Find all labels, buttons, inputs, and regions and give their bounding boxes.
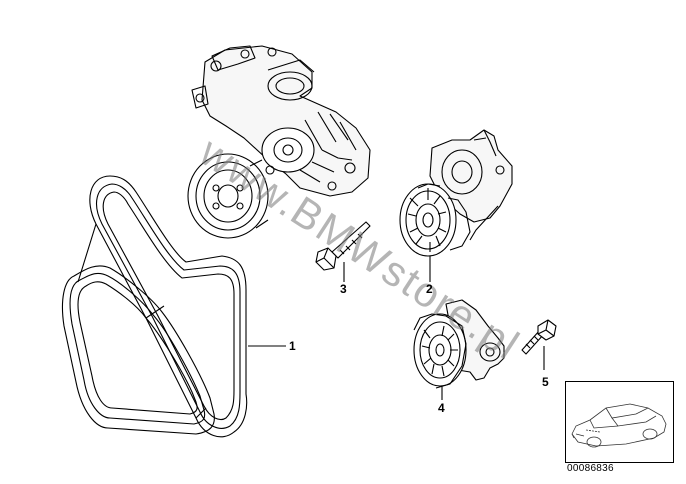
car-icon: [571, 403, 667, 448]
bolt-upper: [315, 221, 371, 271]
callout-3: 3: [340, 282, 347, 296]
tensioner-lower: [413, 299, 505, 389]
vehicle-thumbnail: [565, 381, 674, 463]
tensioner-upper: [399, 129, 513, 257]
callout-5: 5: [542, 375, 549, 389]
callout-1: 1: [289, 339, 296, 353]
callout-4: 4: [438, 401, 445, 415]
reference-number: 00086836: [567, 463, 614, 474]
water-pump-assembly: [187, 45, 371, 239]
drive-belt: [61, 175, 248, 438]
bolt-lower: [521, 319, 557, 355]
callout-2: 2: [426, 282, 433, 296]
